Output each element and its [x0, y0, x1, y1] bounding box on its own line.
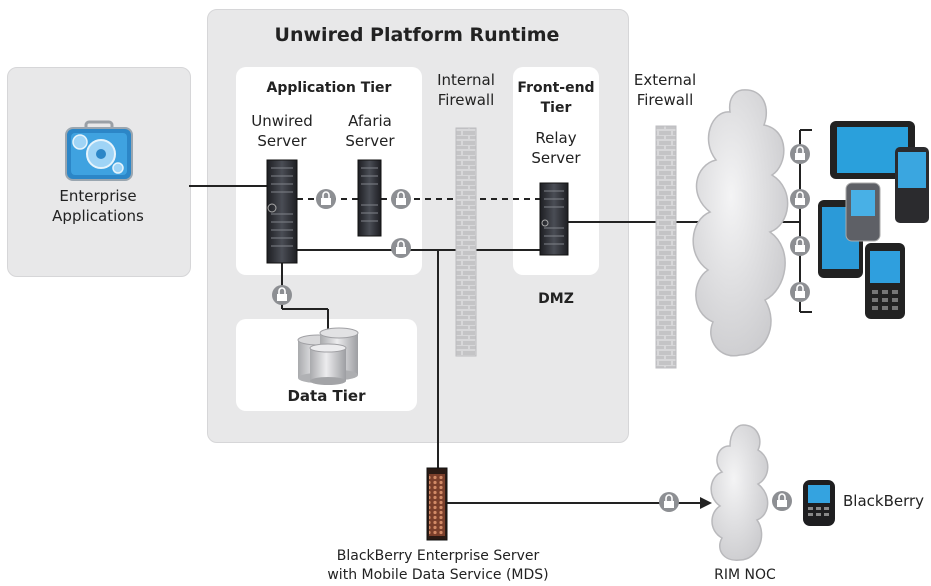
lock-icon	[272, 285, 292, 305]
toolbox-gear-icon	[65, 120, 133, 181]
lock-icon	[790, 189, 810, 209]
internal-firewall-label-line1: Internal	[437, 71, 495, 89]
lock-icon	[316, 189, 336, 209]
unwired-server-label-line1: Unwired	[251, 112, 313, 130]
internet-cloud-icon	[692, 89, 789, 357]
rim-noc-label: RIM NOC	[714, 567, 776, 583]
unwired-server-label-line2: Server	[257, 132, 307, 150]
internal-firewall-icon	[455, 127, 477, 357]
database-icon	[297, 327, 359, 385]
lock-icon	[772, 491, 792, 511]
front-end-tier-title-line2: Tier	[540, 100, 572, 116]
lock-icon	[391, 189, 411, 209]
afaria-server-icon	[357, 159, 382, 237]
enterprise-label-line1: Enterprise	[59, 187, 137, 205]
unwired-server-icon	[266, 159, 298, 264]
external-firewall-label-line2: Firewall	[636, 91, 694, 109]
connections	[189, 129, 812, 504]
external-firewall-label-line1: External	[633, 71, 697, 89]
dmz-label: DMZ	[538, 291, 574, 307]
blackberry-device-icon	[803, 480, 835, 526]
internal-firewall-label-line2: Firewall	[437, 91, 495, 109]
arrowhead-to-rim	[700, 497, 712, 509]
lock-icon	[790, 236, 810, 256]
relay-server-icon	[539, 182, 569, 256]
application-tier-title: Application Tier	[266, 80, 392, 96]
bes-label-line2: with Mobile Data Service (MDS)	[327, 567, 549, 583]
rim-noc-cloud-icon	[710, 424, 769, 561]
mobile-device-icon	[818, 121, 929, 319]
afaria-server-label-line1: Afaria	[348, 112, 392, 130]
enterprise-label-line2: Applications	[52, 207, 144, 225]
external-firewall-icon	[655, 125, 677, 369]
front-end-tier-title-line1: Front-end	[517, 80, 595, 96]
lock-icon	[790, 144, 810, 164]
blackberry-label: BlackBerry	[843, 492, 925, 510]
runtime-title: Unwired Platform Runtime	[274, 24, 560, 46]
lock-icon	[790, 282, 810, 302]
bes-server-icon	[426, 467, 448, 541]
lock-icon	[391, 238, 411, 258]
lock-icon	[659, 492, 679, 512]
afaria-server-label-line2: Server	[345, 132, 395, 150]
relay-server-label-line2: Server	[531, 149, 581, 167]
bes-label-line1: BlackBerry Enterprise Server	[336, 548, 540, 564]
relay-server-label-line1: Relay	[535, 129, 577, 147]
data-tier-label: Data Tier	[287, 387, 366, 405]
